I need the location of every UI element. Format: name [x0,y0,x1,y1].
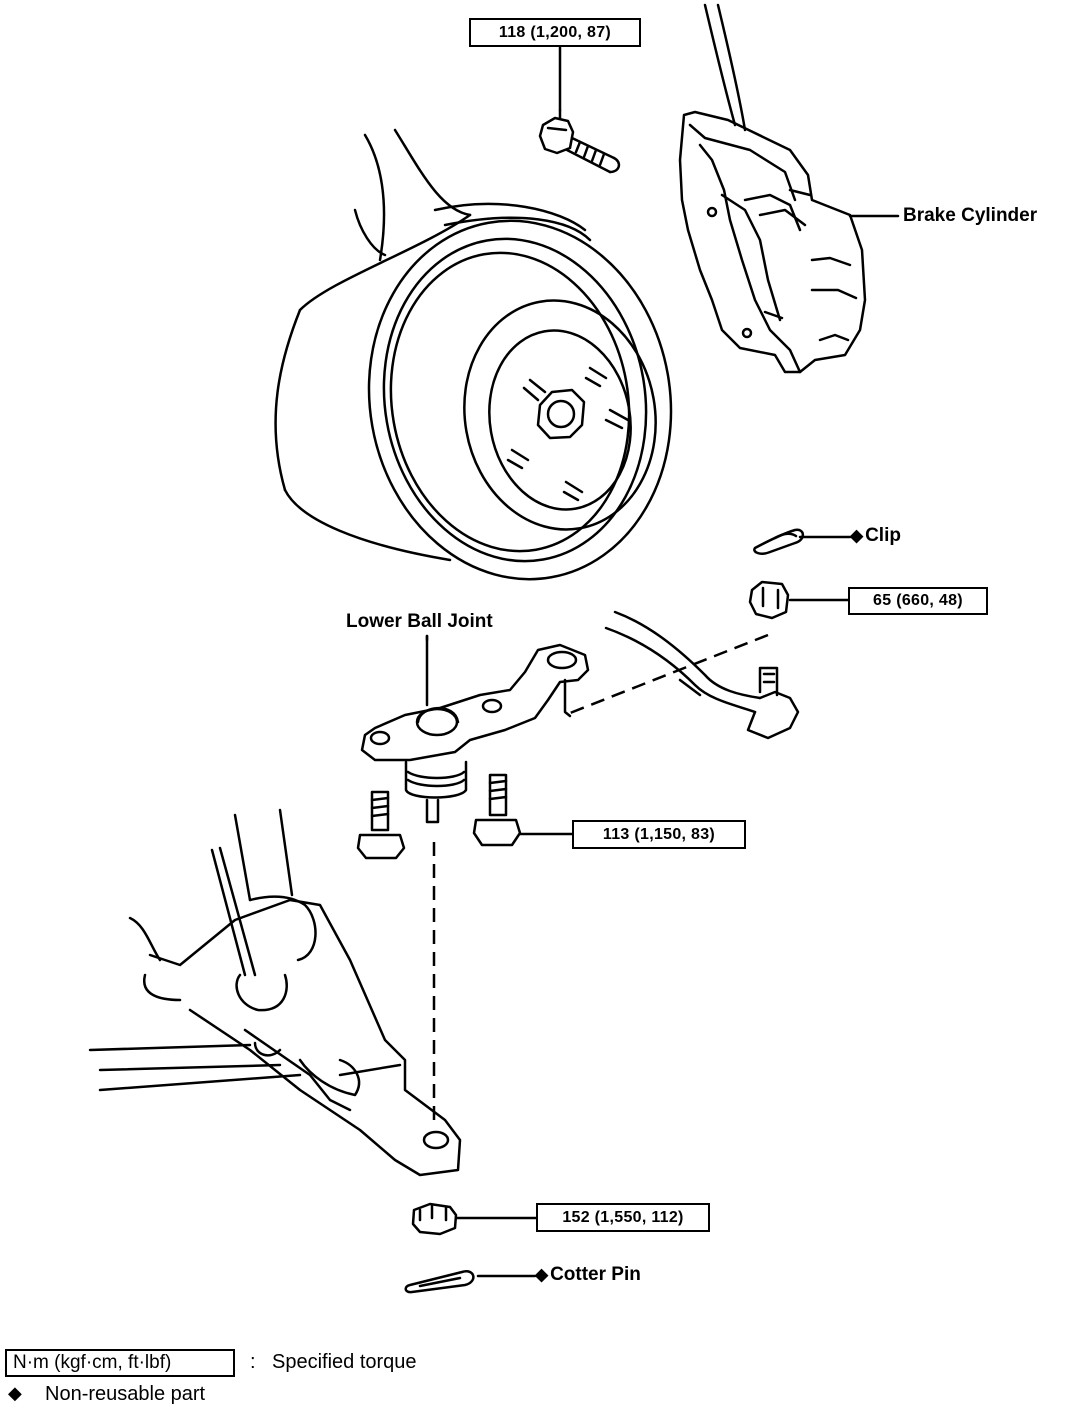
nonreusable-marker-icon: ◆ [850,526,864,545]
clip-part [753,528,852,555]
legend-nonreusable-symbol: ◆ [8,1383,22,1403]
label-lower-ball-joint: Lower Ball Joint [346,611,493,632]
legend-torque-desc: Specified torque [272,1351,417,1373]
ball-joint-bolts [356,773,574,860]
castle-nut [411,1202,538,1236]
torque-spec-castle-nut: 152 (1,550, 112) [536,1203,710,1232]
legend-separator: : [250,1351,256,1373]
legend-torque-unit-box: N·m (kgf·cm, ft·lbf) [5,1349,235,1377]
tie-rod-nut [748,580,850,620]
lower-control-arm [88,808,462,1177]
tie-rod-end [604,610,800,740]
label-cotter-pin: ◆Cotter Pin [535,1264,641,1286]
brake-cylinder [678,110,867,374]
torque-spec-top-bolt: 118 (1,200, 87) [469,18,641,47]
lower-ball-joint [360,634,590,824]
tie-rod-alignment-line [564,633,769,717]
torque-spec-tie-rod-nut: 65 (660, 48) [848,587,988,615]
legend-nonreusable-desc: Non-reusable part [45,1383,206,1405]
cotter-pin-part [404,1270,537,1294]
label-brake-cylinder: Brake Cylinder [903,205,1038,226]
torque-spec-ball-joint-bolts: 113 (1,150, 83) [572,820,746,849]
top-bolt [538,108,621,174]
clip-text: Clip [865,525,901,546]
brake-hose [703,3,737,127]
label-clip: ◆Clip [850,525,901,547]
cotter-pin-text: Cotter Pin [550,1264,641,1285]
disc-rotor [274,213,673,581]
steering-knuckle [353,128,592,262]
nonreusable-marker-icon: ◆ [535,1265,549,1284]
